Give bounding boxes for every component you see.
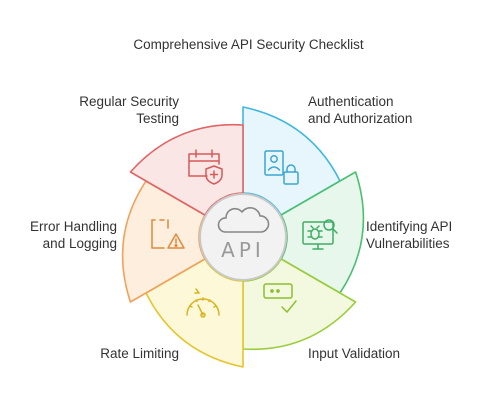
speedometer-icon xyxy=(186,288,220,318)
label-authentication: Authentication and Authorization xyxy=(308,94,413,126)
label-vulnerabilities: Identifying API Vulnerabilities xyxy=(366,219,453,251)
user-lock-icon xyxy=(264,150,299,185)
label-input-validation: Input Validation xyxy=(308,346,401,361)
bug-search-icon xyxy=(302,219,338,250)
center-hub xyxy=(199,193,287,281)
diagram-title: Comprehensive API Security Checklist xyxy=(133,37,364,52)
label-security-testing: Regular Security Testing xyxy=(79,94,179,126)
label-rate-limiting: Rate Limiting xyxy=(100,346,179,361)
input-check-icon xyxy=(263,283,297,313)
label-error-handling: Error Handling and Logging xyxy=(29,219,117,251)
calendar-shield-icon xyxy=(188,149,223,185)
center-label: API xyxy=(221,238,265,262)
document-warning-icon xyxy=(151,219,185,249)
cloud-icon xyxy=(217,207,270,233)
